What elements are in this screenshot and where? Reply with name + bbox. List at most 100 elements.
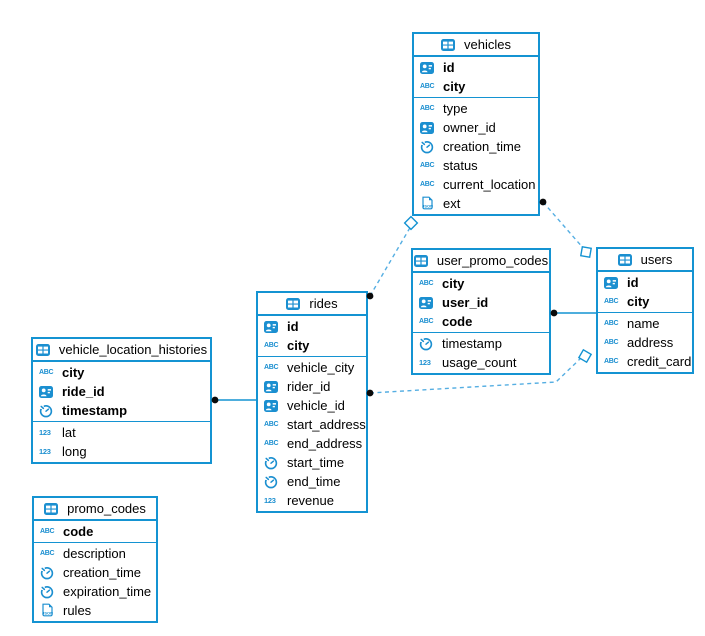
- column-user_promo_codes-city[interactable]: ABC city: [413, 274, 549, 293]
- relationship-square-endpoint: [579, 245, 593, 259]
- column-name: type: [443, 101, 468, 116]
- id-badge-icon: [264, 399, 282, 412]
- relationship-rides-vehicles: [366, 215, 419, 300]
- column-name: id: [627, 275, 639, 290]
- column-name: description: [63, 546, 126, 561]
- column-name: lat: [62, 425, 76, 440]
- column-users-id[interactable]: id: [598, 273, 692, 292]
- column-name: code: [63, 524, 94, 539]
- 123-type-icon: 123: [419, 357, 431, 367]
- 123-type-icon: 123: [264, 495, 276, 505]
- column-name: city: [62, 365, 85, 380]
- column-user_promo_codes-timestamp[interactable]: timestamp: [413, 334, 549, 353]
- svg-text:JSON: JSON: [422, 203, 433, 208]
- column-promo_codes-creation_time[interactable]: creation_time: [34, 563, 156, 582]
- table-title: users: [640, 252, 673, 267]
- table-header-users[interactable]: users: [598, 249, 692, 272]
- column-vehicles-id[interactable]: id: [414, 58, 538, 77]
- column-name: vehicle_id: [287, 398, 345, 413]
- abc-type-icon: ABC: [39, 369, 54, 376]
- column-user_promo_codes-user_id[interactable]: user_id: [413, 293, 549, 312]
- clock-icon: [40, 585, 58, 599]
- column-vehicle_location_histories-city[interactable]: ABC city: [33, 363, 210, 382]
- column-vehicle_location_histories-timestamp[interactable]: timestamp: [33, 401, 210, 420]
- column-vehicles-type[interactable]: ABC type: [414, 99, 538, 118]
- id-badge-icon: [39, 385, 57, 398]
- table-header-vehicles[interactable]: vehicles: [414, 34, 538, 57]
- json-doc-icon: JSON: [420, 196, 438, 211]
- relationship-vehicle_location_histories-rides: [211, 396, 256, 404]
- column-name: creation_time: [443, 139, 522, 154]
- table-header-vehicle_location_histories[interactable]: vehicle_location_histories: [33, 339, 210, 362]
- table-header-rides[interactable]: rides: [258, 293, 366, 316]
- id-badge-icon: [264, 320, 282, 333]
- column-rides-end_time[interactable]: end_time: [258, 472, 366, 491]
- abc-type-icon: ABC: [419, 280, 434, 287]
- relationship-line: [542, 201, 585, 250]
- column-promo_codes-expiration_time[interactable]: expiration_time: [34, 582, 156, 601]
- column-vehicles-creation_time[interactable]: creation_time: [414, 137, 538, 156]
- column-rides-start_time[interactable]: start_time: [258, 453, 366, 472]
- abc-type-icon: ABC: [604, 320, 619, 327]
- table-header-promo_codes[interactable]: promo_codes: [34, 498, 156, 521]
- column-rides-id[interactable]: id: [258, 317, 366, 336]
- column-name: start_time: [287, 455, 345, 470]
- column-name: rider_id: [287, 379, 331, 394]
- abc-type-icon: ABC: [420, 181, 435, 188]
- column-rides-vehicle_id[interactable]: vehicle_id: [258, 396, 366, 415]
- clock-icon: [419, 337, 437, 351]
- clock-icon: [264, 475, 282, 489]
- column-name: city: [442, 276, 465, 291]
- table-title: rides: [309, 296, 338, 311]
- table-header-user_promo_codes[interactable]: user_promo_codes: [413, 250, 549, 273]
- column-name: start_address: [287, 417, 366, 432]
- abc-type-icon: ABC: [604, 339, 619, 346]
- abc-type-icon: ABC: [420, 105, 435, 112]
- id-badge-icon: [420, 121, 438, 134]
- column-name: code: [442, 314, 473, 329]
- table-grid-icon: [413, 254, 432, 267]
- column-vehicles-owner_id[interactable]: owner_id: [414, 118, 538, 137]
- column-vehicle_location_histories-ride_id[interactable]: ride_id: [33, 382, 210, 401]
- column-rides-rider_id[interactable]: rider_id: [258, 377, 366, 396]
- relationship-square-endpoint: [577, 348, 593, 364]
- json-doc-icon: JSON: [40, 603, 58, 618]
- table-grid-icon: [44, 502, 62, 515]
- column-name: creation_time: [63, 565, 142, 580]
- relationship-line: [369, 225, 412, 297]
